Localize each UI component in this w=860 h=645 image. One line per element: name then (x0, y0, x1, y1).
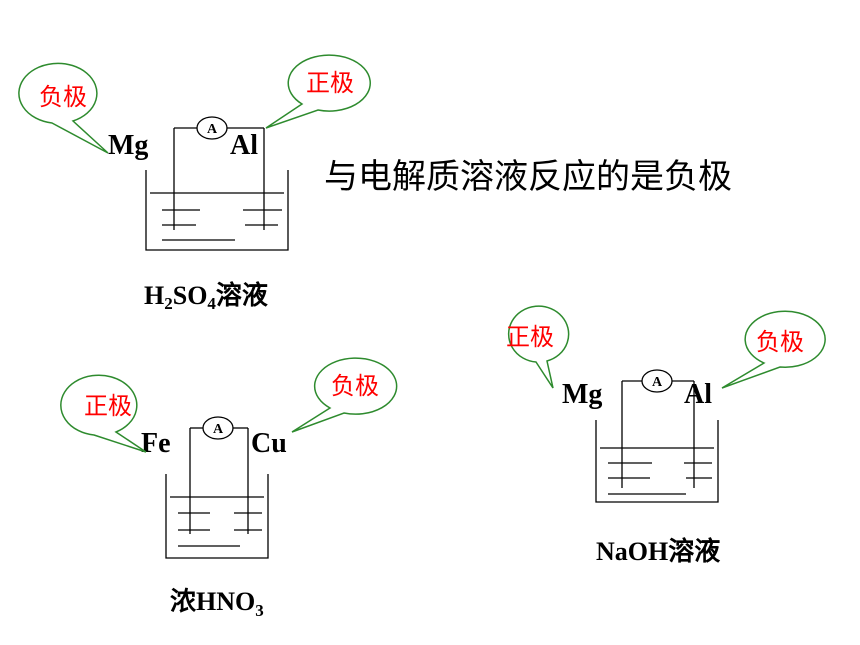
ammeter: A (641, 369, 673, 393)
tag-label: 正极 (306, 69, 354, 97)
statement-text: 与电解质溶液反应的是负极 (324, 157, 732, 197)
left-tag-bubble: 负极 (18, 62, 109, 154)
right-tag-bubble: 负极 (291, 357, 398, 433)
left-electrode-label: Fe (141, 428, 171, 459)
solution-label: H2SO4溶液 (144, 280, 268, 313)
beaker (595, 420, 719, 503)
ammeter-symbol: A (652, 375, 663, 390)
tag-label: 负极 (756, 328, 804, 356)
left-tag-bubble: 正极 (60, 374, 147, 453)
solution-label: NaOH溶液 (596, 536, 720, 566)
ammeter-symbol: A (213, 422, 224, 437)
ammeter: A (196, 116, 228, 140)
cell-1: A Mg Al H2SO4溶液 负极 正极 (18, 54, 371, 313)
right-electrode-label: Al (684, 379, 712, 410)
solution-label: 浓HNO3 (170, 587, 264, 620)
right-tag-bubble: 正极 (265, 54, 371, 129)
tag-label: 负极 (331, 372, 379, 400)
left-tag-bubble: 正极 (506, 305, 570, 389)
right-tag-bubble: 负极 (721, 310, 826, 389)
left-electrode-label: Mg (108, 130, 148, 161)
right-electrode-label: Cu (251, 428, 287, 459)
tag-label: 正极 (506, 323, 554, 351)
beaker (165, 474, 269, 559)
left-electrode-label: Mg (562, 379, 602, 410)
ammeter: A (202, 416, 234, 440)
cell-2: A Fe Cu 浓HNO3 正极 负极 (60, 357, 398, 620)
beaker (145, 170, 289, 251)
cell-3: A Mg Al NaOH溶液 正极 负极 (506, 305, 826, 566)
ammeter-symbol: A (207, 122, 218, 137)
tag-label: 负极 (39, 83, 87, 111)
right-electrode-label: Al (230, 130, 258, 161)
tag-label: 正极 (84, 392, 132, 420)
